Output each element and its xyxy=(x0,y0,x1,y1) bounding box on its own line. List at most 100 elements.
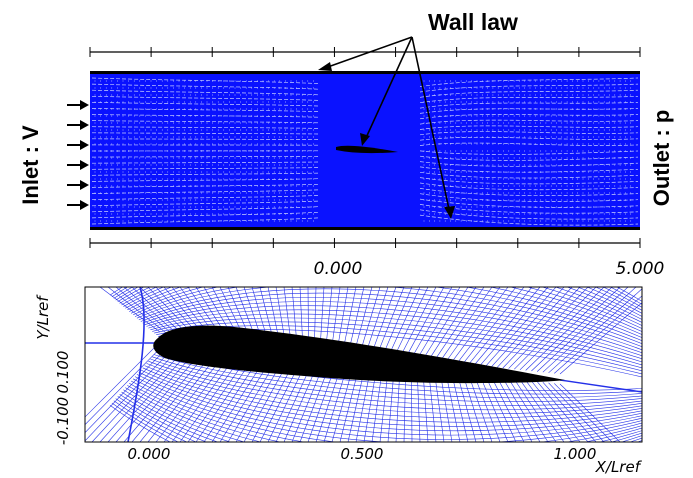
airfoil-mesh-layer xyxy=(150,358,642,407)
pointer-to-lower-wall xyxy=(411,36,451,215)
airfoil-mesh-layer xyxy=(146,305,642,360)
airfoil-mesh-radial xyxy=(536,381,589,442)
airfoil-mesh-radial xyxy=(548,288,642,374)
airfoil-mesh-radial xyxy=(554,295,642,374)
airfoil-mesh-radial xyxy=(514,287,597,370)
channel-mesh-line xyxy=(91,156,319,158)
channel-mesh-line xyxy=(419,171,639,179)
arrowhead-airfoil xyxy=(360,133,370,146)
pointer-to-upper-wall xyxy=(324,36,413,69)
airfoil-mesh-radial xyxy=(399,287,437,358)
top-axis-ticks xyxy=(89,47,641,57)
upper-wall xyxy=(90,71,640,74)
airfoil-mesh-layer xyxy=(134,287,642,341)
inlet-arrow-head xyxy=(80,160,89,170)
channel-mesh-line xyxy=(419,150,639,155)
channel-mesh-line xyxy=(91,138,319,140)
bottom-axis-ticks xyxy=(89,238,641,248)
airfoil-mesh-layer xyxy=(136,287,642,344)
airfoil-mesh-radial xyxy=(456,287,517,364)
airfoil-mesh-radial xyxy=(548,382,605,442)
airfoil-mesh-radial xyxy=(99,287,161,333)
airfoil-panel: 0.000 0.500 1.000 X/Lref 0.100 -0.100 Y/… xyxy=(34,286,643,476)
airfoil-mesh-layer xyxy=(152,356,642,403)
airfoil-mesh-radial xyxy=(485,376,517,442)
wall-law-label: Wall law xyxy=(428,9,518,35)
airfoil-mesh-layer xyxy=(130,287,642,335)
airfoil-mesh-layer xyxy=(150,313,642,366)
airfoil-mesh-layer xyxy=(144,301,642,357)
inlet-arrows xyxy=(67,100,89,210)
airfoil-mesh-radial xyxy=(107,287,166,333)
channel-mesh-line xyxy=(91,126,319,129)
inlet-arrow-head xyxy=(80,100,89,110)
airfoil-mesh-radial xyxy=(85,341,161,418)
channel-mesh-line xyxy=(419,131,639,136)
airfoil-mesh-radial xyxy=(365,287,389,354)
airfoil-mesh-radial xyxy=(502,287,581,369)
channel-mesh-line xyxy=(419,83,639,93)
airfoil-mesh-radial xyxy=(491,287,565,368)
airfoil-mesh-layer xyxy=(140,369,642,427)
channel-mesh-line xyxy=(91,95,319,101)
airfoil-mesh-layer xyxy=(127,287,642,329)
airfoil-mesh-layer xyxy=(121,287,642,320)
pointer-to-airfoil xyxy=(364,36,413,141)
channel-mesh-line xyxy=(91,189,319,194)
airfoil-mesh-radial xyxy=(479,375,509,442)
airfoil-mesh-layer xyxy=(154,321,642,372)
airfoil-mesh-layer xyxy=(142,367,642,423)
airfoil-vertical-cut xyxy=(127,287,145,442)
airfoil-mesh-radial xyxy=(508,378,549,442)
airfoil-mesh-layer xyxy=(119,393,642,442)
inlet-label: Inlet : V xyxy=(18,125,43,205)
channel-mesh-line xyxy=(419,177,639,185)
airfoil-mesh-radial xyxy=(468,287,533,365)
airfoil-mesh-layer xyxy=(142,296,642,354)
airfoil-mesh-layer xyxy=(123,389,642,442)
channel-mesh-line xyxy=(419,89,639,98)
channel-airfoil xyxy=(336,145,398,154)
inlet-arrow-head xyxy=(80,180,89,190)
airfoil-mesh-radial xyxy=(468,374,493,442)
channel-mesh xyxy=(91,77,639,226)
airfoil-mesh-radial xyxy=(359,287,381,354)
channel-mesh-line xyxy=(91,195,319,201)
airfoil-mesh-layer xyxy=(152,317,642,369)
inlet-arrow-head xyxy=(80,140,89,150)
channel-mesh-line xyxy=(91,114,319,118)
channel-mesh-line xyxy=(91,211,319,219)
airfoil-mesh-radial xyxy=(99,344,189,442)
airfoil-mesh-layer xyxy=(132,287,642,338)
airfoil-mesh-radial xyxy=(439,371,453,442)
airfoil-mesh-radial xyxy=(451,372,469,442)
channel-mesh-line xyxy=(419,119,639,125)
airfoil-mesh-radial xyxy=(405,287,445,358)
bottom-x-tick-0: 0.000 xyxy=(128,445,171,463)
airfoil-mesh-layer xyxy=(123,287,642,323)
bottom-y-tick-neg: -0.100 xyxy=(54,397,72,445)
channel-mesh-line xyxy=(419,95,639,104)
airfoil-mesh-radial xyxy=(85,342,172,434)
airfoil-mesh-radial xyxy=(371,287,397,355)
arrowhead-upper xyxy=(318,62,332,71)
airfoil-mesh-radial xyxy=(445,287,501,363)
top-x-tick-5: 5.000 xyxy=(616,259,665,279)
airfoil-mesh-layer xyxy=(138,288,642,347)
channel-mesh-line xyxy=(419,209,639,220)
airfoil-mesh-layer xyxy=(115,398,198,442)
lower-wall xyxy=(90,227,640,230)
airfoil-mesh-layer xyxy=(148,360,642,411)
airfoil-mesh-layer xyxy=(140,292,642,351)
channel-mesh-line xyxy=(91,183,319,188)
airfoil-mesh-layer xyxy=(117,396,642,442)
airfoil-mesh-radial xyxy=(85,342,166,426)
airfoil-mesh-layer xyxy=(132,378,642,442)
airfoil-mesh-radial xyxy=(445,371,461,442)
channel-mesh-line xyxy=(419,204,639,214)
channel-mesh-line xyxy=(419,182,639,191)
channel-mesh-line xyxy=(91,161,319,164)
airfoil-mesh-layer xyxy=(130,380,642,442)
channel-mesh-line xyxy=(419,188,639,196)
